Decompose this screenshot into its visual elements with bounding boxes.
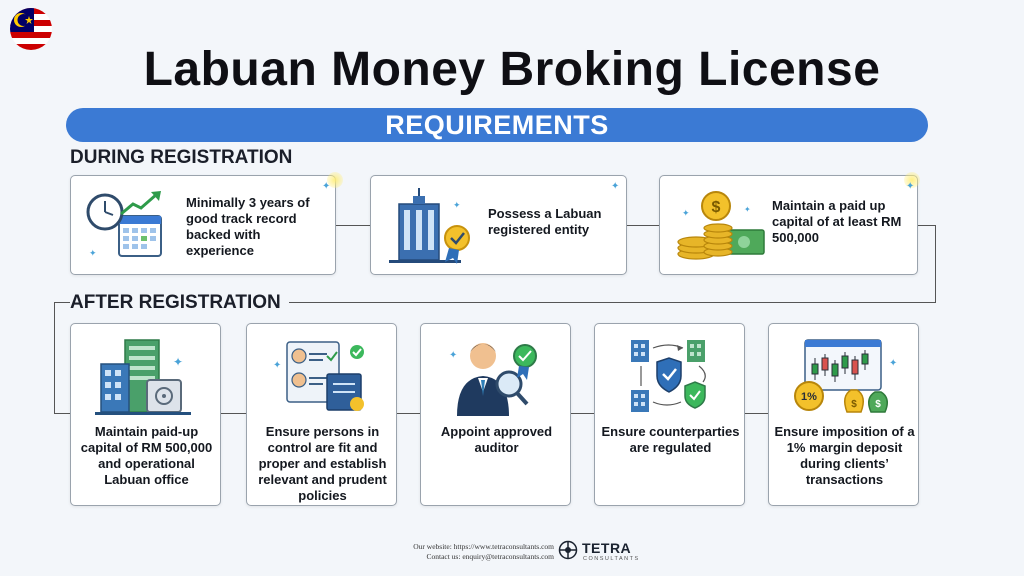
connector-line — [221, 413, 246, 414]
after-card-fit-proper: ✦ Ensure persons in control are fit and … — [246, 323, 397, 506]
card-text: Ensure counterparties are regulated — [601, 424, 740, 455]
building-safe-icon: ✦ — [95, 339, 191, 415]
percent-badge: 1% — [801, 391, 817, 403]
section-heading-during: DURING REGISTRATION — [70, 147, 301, 169]
connector-line — [54, 302, 70, 303]
auditor-magnifier-icon: ✦ — [449, 343, 537, 416]
svg-text:✦: ✦ — [744, 205, 751, 214]
glow-decoration — [904, 172, 920, 188]
connector-line — [54, 302, 55, 413]
glow-decoration — [327, 172, 343, 188]
svg-text:✦: ✦ — [682, 208, 690, 218]
page-title: Labuan Money Broking License — [143, 43, 881, 96]
buildings-shield-icon — [631, 340, 706, 412]
connector-line — [397, 413, 420, 414]
connector-line — [54, 413, 70, 414]
during-card-labuan-entity: ✦ Possess a Labuan registered entity ✦ — [370, 175, 627, 275]
svg-text:✦: ✦ — [453, 200, 461, 210]
tetra-logo-icon — [558, 540, 578, 560]
card-text: Possess a Labuan registered entity — [488, 206, 602, 237]
profile-checklist-icon: ✦ — [273, 341, 364, 411]
section-heading-after: AFTER REGISTRATION — [70, 292, 289, 314]
after-card-counterparties: Ensure counterparties are regulated — [594, 323, 745, 506]
connector-line — [627, 225, 659, 226]
after-card-auditor: ✦ Appoint approved auditor — [420, 323, 571, 506]
footer-website[interactable]: Our website: https://www.tetraconsultant… — [413, 542, 554, 551]
during-card-paid-up-capital: $ ✦ ✦ Maintain a paid up capital of at l… — [659, 172, 920, 275]
building-certificate-icon: ✦ — [389, 188, 470, 264]
dollar-sign: $ — [712, 199, 721, 216]
footer-email[interactable]: Contact us: enquiry@tetraconsultants.com — [426, 552, 554, 561]
card-text: Ensure persons in control are fit and pr… — [258, 424, 387, 503]
dollar-sign: $ — [851, 399, 857, 410]
svg-text:✦: ✦ — [89, 248, 97, 258]
card-text: Maintain a paid up capital of at least R… — [772, 198, 902, 245]
connector-line — [336, 225, 370, 226]
connector-line — [571, 413, 594, 414]
sparkle-icon: ✦ — [611, 181, 620, 192]
connector-line — [935, 225, 936, 302]
svg-text:✦: ✦ — [449, 350, 457, 361]
brand-name: TETRA — [582, 540, 632, 556]
brand-subtitle: CONSULTANTS — [583, 556, 640, 562]
chart-money-bags-icon: 1% $ $ ✦ — [794, 339, 897, 413]
clock-calendar-growth-icon: ✦ — [86, 191, 162, 258]
connector-line — [280, 302, 936, 303]
during-card-track-record: ✦ Minimally 3 years of good track record… — [70, 172, 343, 275]
sparkle-icon: ✦ — [322, 181, 331, 192]
after-card-operational-office: ✦ Maintain paid-up capital of RM 500,000… — [70, 323, 221, 506]
connector-line — [918, 225, 935, 226]
svg-text:✦: ✦ — [173, 355, 183, 369]
coins-cash-icon: $ ✦ ✦ — [677, 191, 765, 260]
svg-text:✦: ✦ — [889, 358, 897, 369]
after-card-margin-deposit: 1% $ $ ✦ Ensure imposition of a 1% margi… — [768, 323, 919, 506]
svg-text:✦: ✦ — [273, 360, 281, 371]
card-text: Minimally 3 years of good track record b… — [186, 195, 310, 258]
sparkle-icon: ✦ — [906, 181, 915, 192]
footer-contact: Our website: https://www.tetraconsultant… — [380, 542, 554, 562]
card-text: Ensure imposition of a 1% margin deposit… — [774, 424, 915, 487]
connector-line — [745, 413, 768, 414]
dollar-sign: $ — [875, 399, 881, 410]
card-text: Maintain paid-up capital of RM 500,000 a… — [80, 424, 213, 487]
card-text: Appoint approved auditor — [440, 424, 553, 455]
requirements-banner: REQUIREMENTS — [66, 108, 928, 142]
